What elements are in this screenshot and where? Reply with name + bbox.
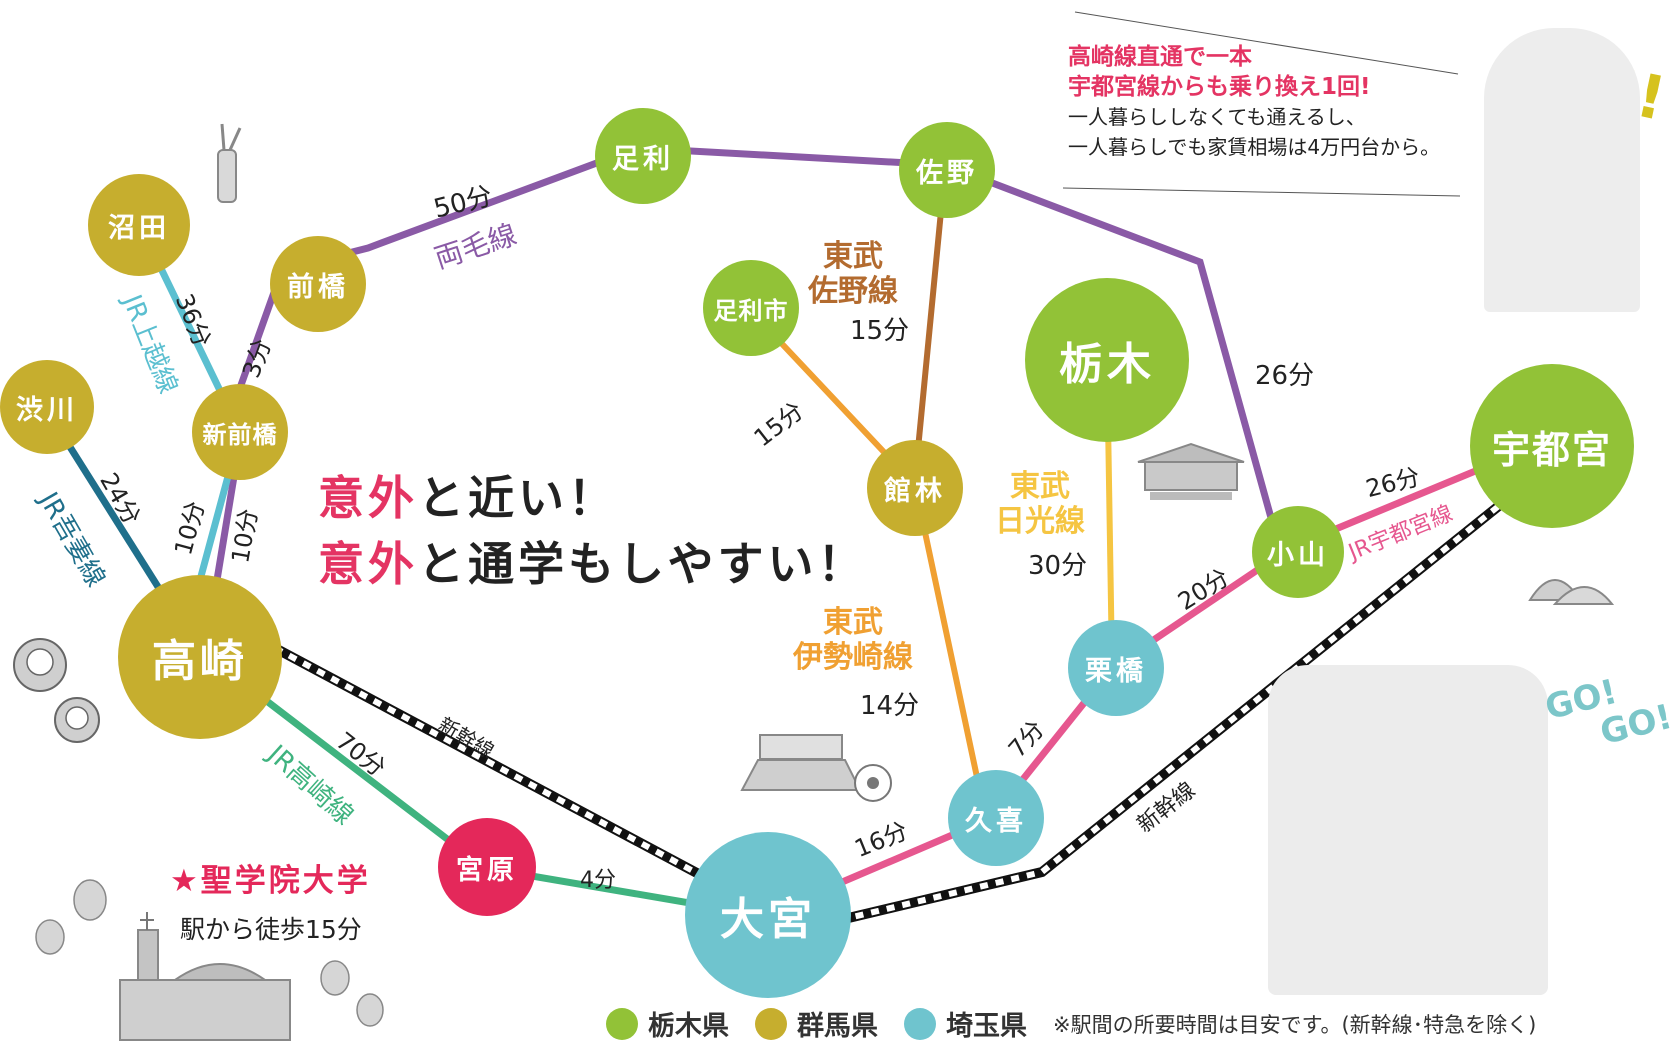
callout: 高崎線直通で一本 宇都宮線からも乗り換え1回! 一人暮らししなくても通えるし、 … (1068, 42, 1440, 162)
legend-saitama: 埼玉県 (904, 1004, 1027, 1043)
headline-line2-rest: と通学もしやすい！ (418, 537, 868, 591)
legend-label-gunma: 群馬県 (797, 1011, 878, 1042)
time-tatebayashi-kuki: 14分 (860, 691, 920, 721)
university-name: ★聖学院大学 (170, 863, 371, 899)
callout-line2: 宇都宮線からも乗り換え1回! (1068, 74, 1371, 100)
headline-line1: 意外と近い！ (318, 465, 868, 531)
time-miyahara-omiya: 4分 (580, 868, 616, 893)
temple-icon (1137, 442, 1245, 500)
station-tochigi[interactable]: 栃木 (1025, 278, 1189, 442)
station-takasaki[interactable]: 高崎 (118, 575, 282, 739)
station-kuki[interactable]: 久喜 (948, 770, 1044, 866)
headline-line1-rest: と近い！ (418, 471, 618, 525)
student-photo (1484, 28, 1640, 312)
station-numata[interactable]: 沼田 (88, 174, 190, 276)
tobu-sano-line (912, 169, 948, 481)
legend-label-saitama: 埼玉県 (946, 1011, 1027, 1042)
line-label-tobu-nikko: 東武 日光線 (995, 469, 1085, 539)
soccer-ball-icon (854, 764, 892, 802)
headline: 意外と近い！ 意外と通学もしやすい！ (318, 465, 868, 597)
station-shibukawa[interactable]: 渋川 (0, 360, 94, 454)
station-maebashi[interactable]: 前橋 (270, 236, 366, 332)
shinkansen-line-east-dash (839, 502, 1502, 923)
station-omiya[interactable]: 大宮 (685, 832, 851, 998)
church-icon (119, 912, 291, 1041)
leek-icon (217, 123, 242, 203)
stadium-icon (740, 734, 862, 791)
university-walk: 駅から徒歩15分 (180, 915, 362, 944)
time-tochigi-kurihashi: 30分 (1028, 551, 1088, 581)
station-sano[interactable]: 佐野 (899, 122, 995, 218)
students-walking-photo (1268, 665, 1548, 995)
station-kurihashi[interactable]: 栗橋 (1068, 620, 1164, 716)
legend-note: ※駅間の所要時間は目安です。(新幹線･特急を除く) (1053, 1012, 1537, 1037)
line-label-tobu-isesaki: 東武 伊勢崎線 (793, 605, 913, 675)
station-shinmaebashi[interactable]: 新前橋 (192, 384, 288, 480)
legend-dot-tochigi (606, 1007, 638, 1040)
headline-line1-accent: 意外 (318, 471, 418, 525)
callout-line1: 高崎線直通で一本 (1068, 44, 1252, 70)
tobu-sano-line1: 東武 (823, 239, 883, 274)
legend-dot-saitama (904, 1007, 936, 1040)
station-ashikagashi[interactable]: 足利市 (703, 260, 799, 356)
university-note: ★聖学院大学 駅から徒歩15分 (170, 855, 371, 946)
tree-icon (35, 879, 384, 1027)
station-oyama[interactable]: 小山 (1252, 506, 1344, 598)
tobu-sano-line2: 佐野線 (808, 273, 898, 309)
callout-line4: 一人暮らしでも家賃相場は4万円台から。 (1068, 135, 1441, 159)
station-ashikaga[interactable]: 足利 (595, 108, 691, 204)
headline-line2-accent: 意外 (318, 537, 418, 591)
daruma-icon (13, 638, 100, 743)
time-sano-oyama: 26分 (1255, 361, 1315, 391)
legend-gunma: 群馬県 (755, 1004, 878, 1043)
time-sano-tatebayashi: 15分 (850, 316, 910, 346)
line-label-tobu-sano: 東武 佐野線 (808, 239, 898, 309)
station-utsunomiya[interactable]: 宇都宮 (1470, 364, 1634, 528)
tobu-isesaki-line2: 伊勢崎線 (793, 639, 913, 675)
shinkansen-line-west-dash (273, 645, 712, 883)
headline-line2: 意外と通学もしやすい！ (318, 531, 868, 597)
legend-tochigi: 栃木県 (606, 1004, 729, 1043)
gyoza-icon (1528, 579, 1615, 605)
station-tatebayashi[interactable]: 館林 (867, 440, 963, 536)
legend-dot-gunma (755, 1007, 787, 1040)
station-miyahara[interactable]: 宮原 (438, 818, 536, 916)
tobu-nikko-line1: 東武 (1010, 469, 1070, 504)
tobu-nikko-line2: 日光線 (995, 503, 1085, 539)
callout-line3: 一人暮らししなくても通えるし、 (1068, 105, 1366, 129)
legend: 栃木県 群馬県 埼玉県 ※駅間の所要時間は目安です。(新幹線･特急を除く) (606, 1004, 1536, 1043)
tobu-isesaki-line1: 東武 (823, 605, 883, 640)
legend-label-tochigi: 栃木県 (648, 1011, 729, 1042)
